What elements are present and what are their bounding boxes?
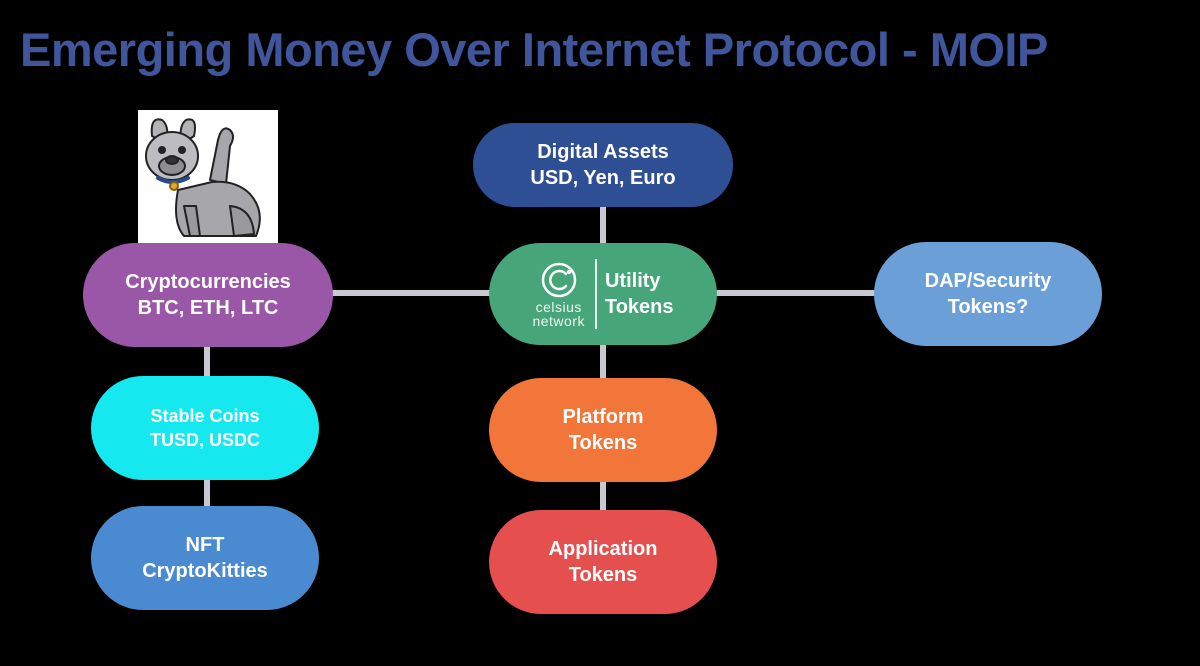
french-bulldog-icon [138, 110, 278, 244]
celsius-logo-subtext: network [532, 313, 585, 329]
digital-assets-examples: USD, Yen, Euro [530, 167, 676, 189]
stable-coins-title: Stable Coins [150, 406, 260, 426]
utility-tokens-subtitle: Tokens [604, 296, 674, 318]
page-title: Emerging Money Over Internet Protocol - … [20, 23, 1048, 76]
dap-security-title: DAP/Security [924, 270, 1052, 292]
platform-tokens-title: Platform [562, 406, 644, 428]
stable-coins-examples: TUSD, USDC [149, 430, 260, 450]
node-digital-assets: Digital Assets USD, Yen, Euro [473, 123, 733, 207]
digital-assets-title: Digital Assets [537, 141, 669, 163]
node-stable-coins: Stable Coins TUSD, USDC [91, 376, 319, 480]
utility-tokens-title: Utility [604, 270, 661, 292]
application-tokens-subtitle: Tokens [568, 564, 638, 586]
celsius-logo-icon [541, 262, 576, 298]
application-tokens-title: Application [548, 538, 658, 560]
nft-examples: CryptoKitties [142, 560, 268, 582]
node-application-tokens: Application Tokens [489, 510, 717, 614]
platform-tokens-subtitle: Tokens [568, 432, 638, 454]
celsius-logo-text: celsius [535, 299, 582, 315]
dap-security-subtitle: Tokens? [947, 296, 1029, 318]
node-utility-tokens: celsius network Utility Tokens [489, 243, 717, 345]
cryptocurrencies-examples: BTC, ETH, LTC [137, 297, 279, 319]
celsius-logo: celsius network [532, 259, 597, 329]
node-cryptocurrencies: Cryptocurrencies BTC, ETH, LTC [83, 243, 333, 347]
node-dap-security-tokens: DAP/Security Tokens? [874, 242, 1102, 346]
node-nft: NFT CryptoKitties [91, 506, 319, 610]
node-platform-tokens: Platform Tokens [489, 378, 717, 482]
nft-title: NFT [185, 534, 225, 556]
cryptocurrencies-title: Cryptocurrencies [125, 271, 291, 293]
